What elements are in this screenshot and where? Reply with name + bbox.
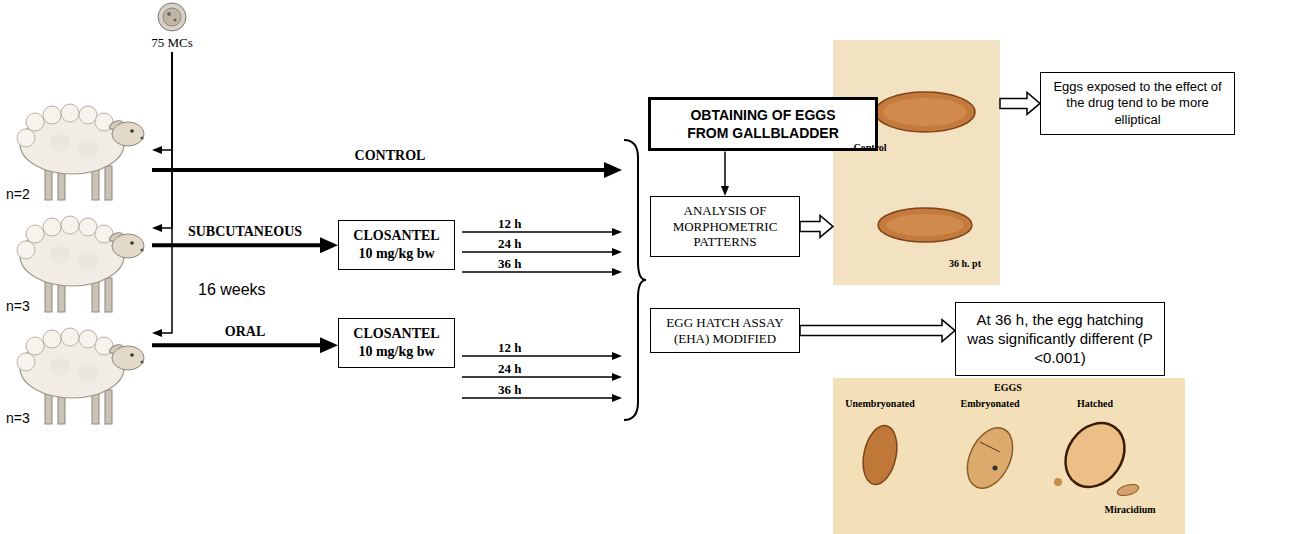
cyst-core <box>163 8 181 26</box>
merge-brace <box>624 140 646 420</box>
time-label: 36 h <box>498 382 521 398</box>
time-arrow <box>462 251 618 253</box>
arrow-connector <box>724 151 726 192</box>
group-size: n=3 <box>6 410 30 426</box>
egg-photo-bottom <box>833 378 1185 534</box>
photo-caption: Embryonated <box>961 398 1020 409</box>
connector-group <box>152 52 1040 345</box>
route-label: SUBCUTANEOUS <box>188 224 302 240</box>
time-arrow <box>462 397 618 399</box>
sheep-group: n=3 <box>0 322 152 432</box>
photo-ground <box>833 40 1000 285</box>
metacercariae-node: 75 MCs <box>142 2 202 52</box>
cyst-dot <box>173 18 176 21</box>
route-label: ORAL <box>225 324 265 340</box>
egg-picture <box>858 422 902 487</box>
cyst-outline <box>158 3 186 31</box>
arm-label: CONTROL <box>355 148 426 164</box>
arrow-connector <box>156 52 172 150</box>
result-box: At 36 h, the egg hatching was significan… <box>955 302 1165 376</box>
process-text: ANALYSIS OF MORPHOMETRIC PATTERNS <box>657 203 793 250</box>
group-size: n=2 <box>6 186 30 202</box>
arrow-connector <box>156 52 172 333</box>
time-arrow <box>462 376 618 378</box>
process-text: EGG HATCH ASSAY (EHA) MODIFIED <box>657 315 793 346</box>
block-arrow <box>1000 92 1040 114</box>
process-text: OBTAINING OF EGGS FROM GALLBLADDER <box>673 106 853 142</box>
miracidium-picture <box>1116 482 1140 497</box>
photo-ground <box>833 378 1185 534</box>
photo-panel: EGGS Unembryonated Embryonated HatchedMirac… <box>833 378 1185 534</box>
egg-picture <box>1053 412 1136 499</box>
sheep-picture <box>17 216 144 312</box>
egg-shading <box>883 98 967 126</box>
egg-shading <box>886 214 964 236</box>
egg-picture <box>878 208 972 242</box>
time-label: 36 h <box>498 256 521 272</box>
result-text: At 36 h, the egg hatching was significan… <box>966 311 1154 367</box>
drug-text: CLOSANTEL 10 mg/kg bw <box>349 325 444 361</box>
sheep-picture <box>17 104 144 200</box>
time-label: 24 h <box>498 361 521 377</box>
result-text: Eggs exposed to the effect of the drug t… <box>1049 79 1226 128</box>
photo-caption: Unembryonated <box>845 398 914 409</box>
block-arrow <box>800 320 955 342</box>
drug-text: CLOSANTEL 10 mg/kg bw <box>349 227 444 263</box>
sheep-picture <box>17 328 144 424</box>
cyst-dot <box>167 12 171 16</box>
time-arrow <box>462 355 618 357</box>
process-box: EGG HATCH ASSAY (EHA) MODIFIED <box>650 308 800 353</box>
sheep-group: n=2 <box>0 98 152 208</box>
time-label: 12 h <box>498 216 521 232</box>
egg-photo-top <box>833 40 1000 285</box>
metacercariae-icon <box>158 3 186 31</box>
time-label: 24 h <box>498 236 521 252</box>
time-arrow <box>462 271 618 273</box>
result-box: Eggs exposed to the effect of the drug t… <box>1040 72 1235 135</box>
photo-caption: Hatched <box>1077 398 1113 409</box>
group-size: n=3 <box>6 298 30 314</box>
process-box: ANALYSIS OF MORPHOMETRIC PATTERNS <box>650 196 800 257</box>
embryo-line <box>980 442 1000 452</box>
drug-box: CLOSANTEL 10 mg/kg bw <box>338 318 455 368</box>
egg-picture <box>958 421 1021 496</box>
photo-panel: Control 36 h. pt <box>833 40 1000 285</box>
arrow-connector <box>152 243 330 247</box>
embryo-spot <box>993 466 998 471</box>
photo-caption: Miracidium <box>1104 504 1155 515</box>
arrow-connector <box>156 52 172 228</box>
duration-label: 16 weeks <box>198 281 266 299</box>
block-arrow <box>800 215 833 237</box>
time-arrow <box>462 231 618 233</box>
photo-caption: EGGS <box>994 382 1022 393</box>
egg-fragment <box>1054 478 1062 486</box>
sheep-group: n=3 <box>0 210 152 320</box>
photo-caption: Control <box>853 142 886 153</box>
process-box: OBTAINING OF EGGS FROM GALLBLADDER <box>648 97 878 151</box>
photo-caption: 36 h. pt <box>949 258 981 269</box>
drug-box: CLOSANTEL 10 mg/kg bw <box>338 220 455 270</box>
time-label: 12 h <box>498 340 521 356</box>
control-arrow <box>152 168 614 172</box>
dose-label: 75 MCs <box>151 35 193 51</box>
egg-picture <box>875 92 975 132</box>
arrow-connector <box>152 343 330 347</box>
